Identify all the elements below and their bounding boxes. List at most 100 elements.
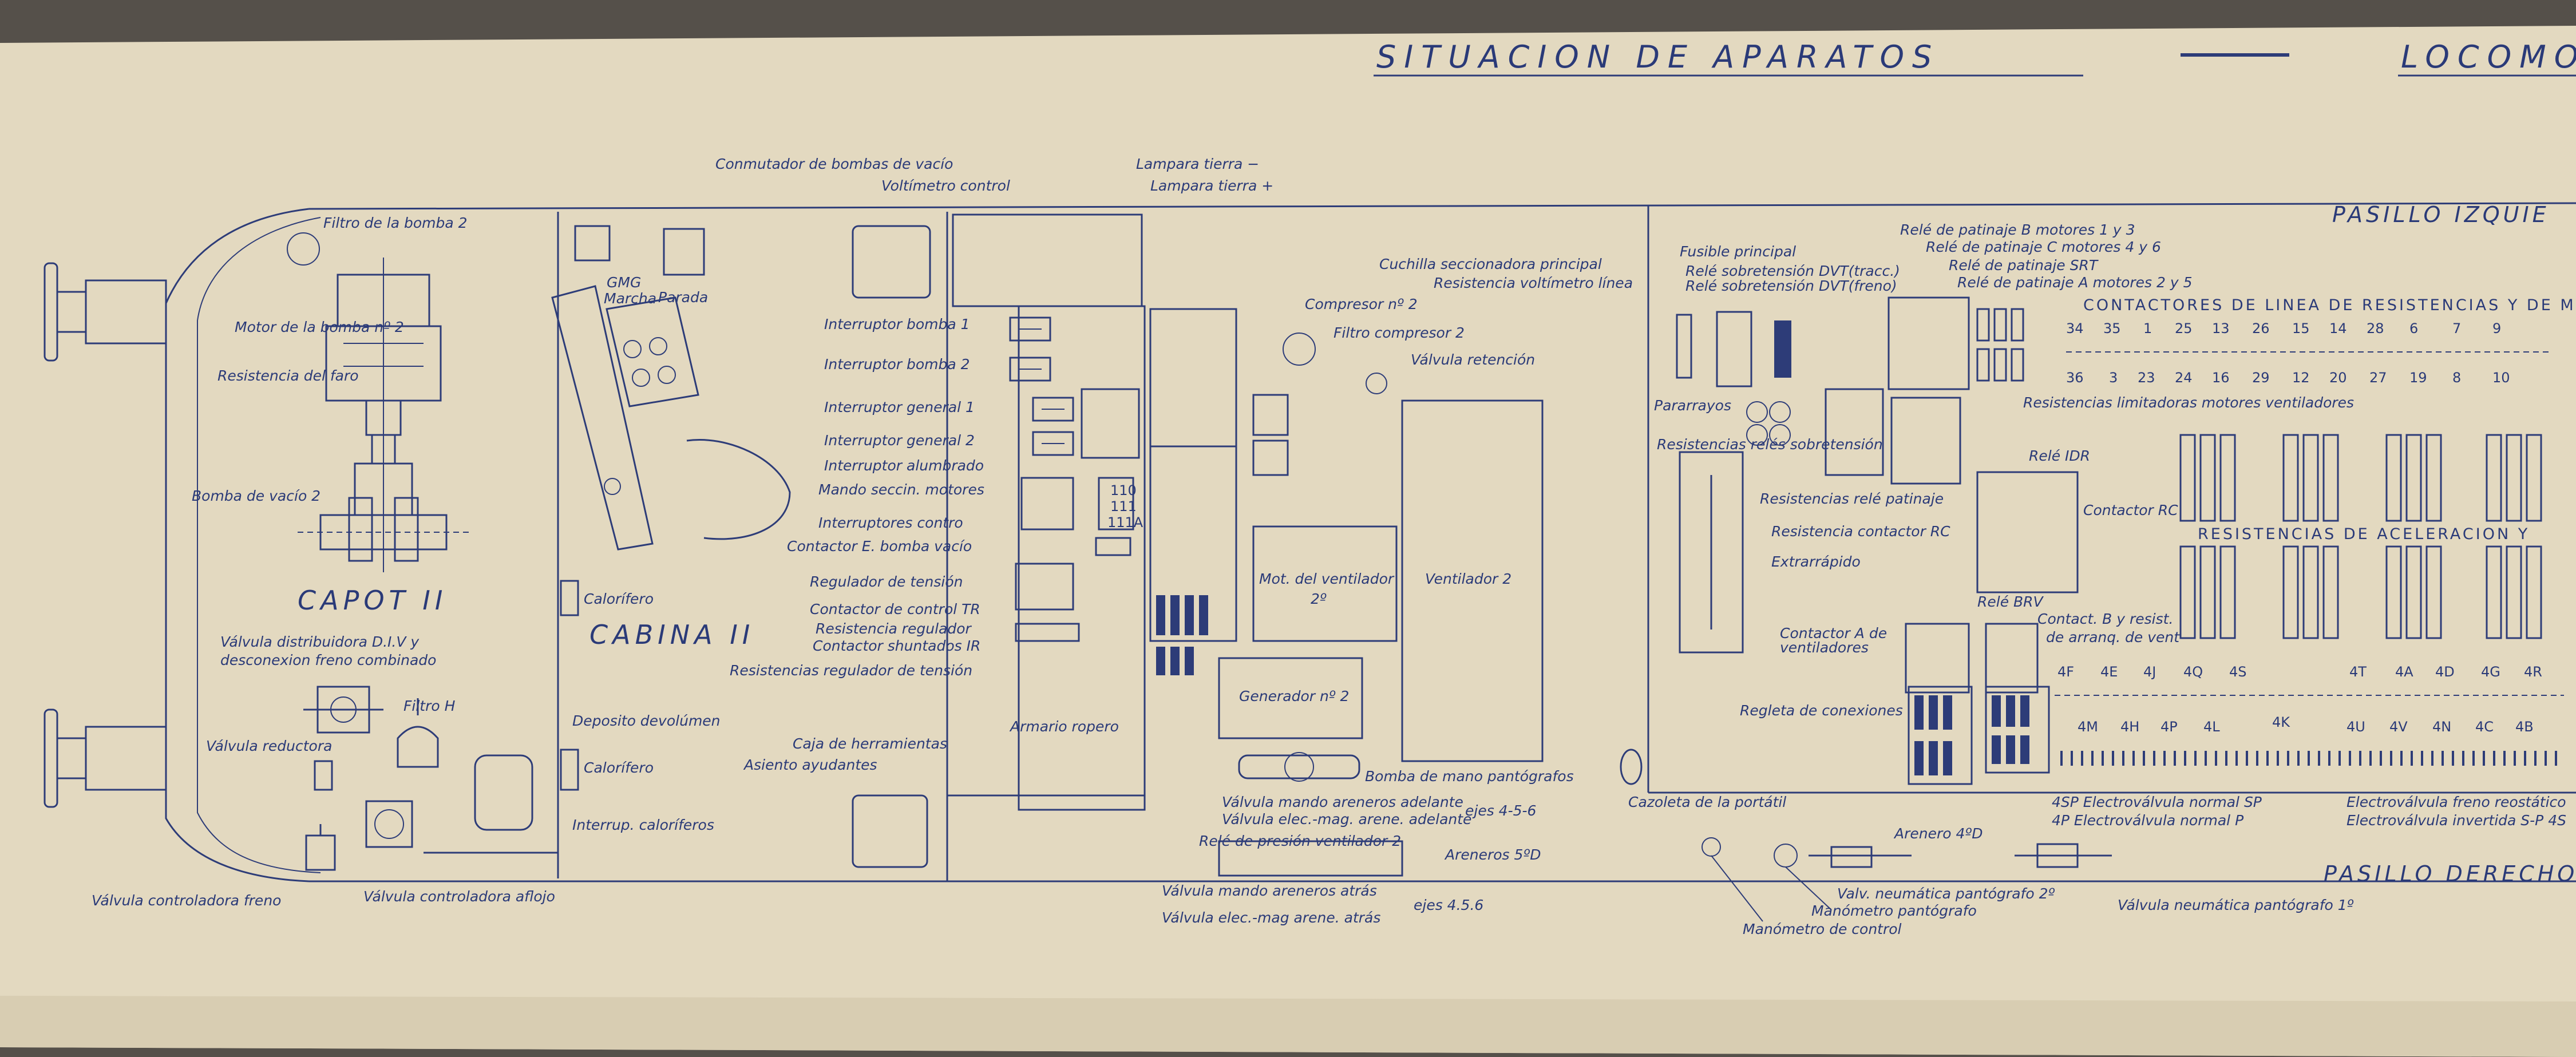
label-pararrayos: Pararrayos [1654, 397, 1731, 414]
label-bomba-mano: Bomba de mano pantógrafos [1365, 768, 1574, 785]
valve-code-bottom-5: 4U [2347, 719, 2365, 735]
paper-sheet [0, 26, 2576, 1057]
label-rele-brv: Relé BRV [1977, 593, 2044, 610]
fan-housing-lower [1149, 445, 1237, 642]
label-marcha: Marcha [604, 290, 656, 307]
cabinet-panel [1018, 305, 1146, 811]
label-deposito: Deposito devolúmen [572, 712, 721, 729]
valve-code-top-8: 4G [2481, 664, 2500, 680]
bottom-service-box [1218, 840, 1403, 877]
label-areneros-pd: Areneros 5ºD [1444, 846, 1541, 863]
label-mando-seccin: Mando seccin. motores [818, 481, 984, 498]
section-contactores-linea: CONTACTORES DE LINEA DE RESISTENCIAS Y D… [2083, 296, 2576, 314]
label-bomba-vacio: Bomba de vacío 2 [192, 488, 320, 504]
valve-code-bottom-0: 4M [2078, 719, 2098, 735]
contact-b-box [1985, 623, 2039, 694]
label-ev-normal-sp: 4SP Electroválvula normal SP [2052, 794, 2262, 810]
label-cazoleta: Cazoleta de la portátil [1628, 794, 1786, 810]
label-compresor: Compresor nº 2 [1305, 296, 1418, 312]
nose-inner-outline [197, 217, 321, 873]
valv-retencion-symbol [1366, 373, 1387, 394]
section-pasillo-izq: PASILLO IZQUIE [2332, 202, 2550, 227]
buffer-top [43, 262, 167, 362]
label-lampara-menos: Lampara tierra − [1136, 156, 1259, 172]
label-manometro-pant: Manómetro pantógrafo [1811, 902, 1977, 919]
rele-patinaje-group [1976, 308, 2024, 382]
resistor-blocks-small [1156, 595, 1208, 675]
label-arenero-4d: Arenero 4ºD [1893, 825, 1983, 842]
valv-controladora-freno-symbol [305, 824, 336, 871]
label-ejes-456-a: ejes 4-5-6 [1465, 802, 1536, 819]
bomba-vacio-assembly [298, 258, 469, 572]
caja-herramientas-symbol [852, 794, 928, 868]
label-asiento: Asiento ayudantes [743, 757, 877, 773]
compresor-symbol [1252, 332, 1316, 476]
label-valv-neum-2: Valv. neumática pantógrafo 2º [1837, 885, 2055, 902]
label-rele-patinaje-b: Relé de patinaje B motores 1 y 3 [1900, 221, 2135, 238]
valve-code-bottom-7: 4N [2432, 719, 2451, 735]
label-rele-patinaje-c: Relé de patinaje C motores 4 y 6 [1926, 239, 2161, 255]
label-mot-ventilador-n: 2º [1311, 591, 1327, 607]
deposito-volumen-symbol [474, 754, 533, 831]
label-contactor-rc: Contactor RC [2083, 502, 2178, 518]
label-valv-reductora: Válvula reductora [206, 738, 332, 754]
ventilador-symbol [1401, 399, 1544, 762]
valve-code-bottom-8: 4C [2475, 719, 2494, 735]
label-filtro-compresor: Filtro compresor 2 [1333, 324, 1465, 341]
contactor-num-top-9: 6 [2409, 320, 2418, 337]
contactor-num-top-11: 9 [2492, 320, 2501, 337]
label-regulador-tension: Regulador de tensión [810, 573, 963, 590]
label-conmutador-bombas: Conmutador de bombas de vacío [715, 156, 953, 172]
label-fusible: Fusible principal [1680, 243, 1796, 260]
contactor-num-bottom-9: 19 [2409, 370, 2427, 386]
contactor-num-bottom-8: 27 [2369, 370, 2387, 386]
label-ev-normal-p: 4P Electroválvula normal P [2052, 812, 2244, 829]
label-int-bomba1: Interruptor bomba 1 [824, 316, 970, 332]
section-resist-aceleracion: RESISTENCIAS DE ACELERACION Y [2198, 525, 2530, 543]
label-fuse-111: 111 [1110, 498, 1137, 514]
contactor-number-grid: 34 35 1 25 13 26 15 14 28 6 7 9 36 3 23 … [2066, 320, 2553, 386]
label-resist-voltimetro: Resistencia voltímetro línea [1434, 275, 1633, 291]
label-resist-contactor-rc: Resistencia contactor RC [1771, 523, 1950, 540]
section-pasillo-der: PASILLO DERECHO [2324, 861, 2576, 886]
contactor-num-bottom-11: 10 [2492, 370, 2510, 386]
contactor-num-bottom-10: 8 [2452, 370, 2461, 386]
contactor-num-top-5: 26 [2252, 320, 2270, 337]
resistencias-aceleracion-lower [2179, 545, 2542, 639]
label-caja-herramientas: Caja de herramientas [793, 735, 947, 752]
label-contactor-a: Contactor A de [1780, 625, 1887, 642]
contactor-a-box [1905, 623, 1970, 694]
label-rele-sobre-trac: Relé sobretensión DVT(tracc.) [1685, 263, 1900, 279]
label-manometro-control: Manómetro de control [1743, 921, 1902, 937]
body-top-line [308, 202, 2576, 210]
cuchilla-symbol [1716, 311, 1752, 387]
label-contactor-control: Contactor de control TR [810, 601, 980, 617]
contactor-num-top-6: 15 [2292, 320, 2310, 337]
label-ev-freno: Electroválvula freno reostático [2347, 794, 2566, 810]
label-int-general1: Interruptor general 1 [824, 399, 975, 415]
label-extrarrapido: Extrarrápido [1771, 553, 1861, 570]
control-desk [551, 225, 791, 551]
valve-code-bottom-1: 4H [2120, 719, 2139, 735]
bomba-mano-symbol [1238, 752, 1360, 782]
valve-code-top-5: 4T [2349, 664, 2367, 680]
mot-ventilador-symbol [1252, 525, 1398, 642]
label-resist-regulador: Resistencia regulador [816, 620, 972, 637]
label-rele-idr: Relé IDR [2029, 448, 2090, 464]
contactor-num-top-8: 28 [2367, 320, 2384, 337]
label-motor-bomba: Motor de la bomba nº 2 [235, 319, 404, 335]
label-ejes-456-b: ejes 4.5.6 [1414, 897, 1483, 913]
label-ventiladores: ventiladores [1780, 639, 1869, 656]
label-valv-controladora-aflojo: Válvula controladora aflojo [363, 888, 555, 905]
label-valv-elec-atras: Válvula elec.-mag arene. atrás [1162, 909, 1380, 926]
label-valv-controladora-freno: Válvula controladora freno [92, 892, 281, 909]
label-lampara-mas: Lampara tierra + [1150, 177, 1273, 194]
contactor-num-bottom-5: 29 [2252, 370, 2270, 386]
valve-code-bottom-3: 4L [2203, 719, 2220, 735]
contactor-num-top-1: 35 [2103, 320, 2121, 337]
valve-code-top-0: 4F [2057, 664, 2074, 680]
contactor-num-top-2: 1 [2143, 320, 2152, 337]
label-desconexion: desconexion freno combinado [220, 652, 436, 668]
label-rele-patinaje-srt: Relé de patinaje SRT [1949, 257, 2099, 274]
label-armario: Armario ropero [1009, 718, 1119, 735]
